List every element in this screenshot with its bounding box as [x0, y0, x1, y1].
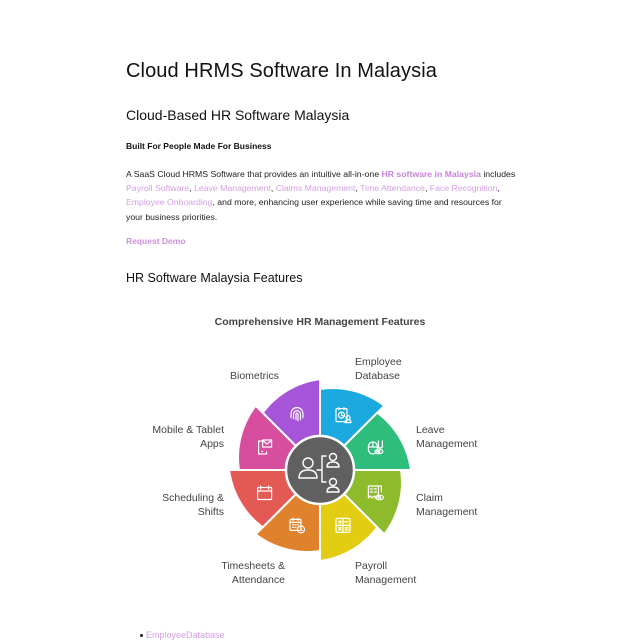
label-line: Apps	[200, 437, 224, 450]
diagram-title: Comprehensive HR Management Features	[214, 316, 426, 328]
list-item-employee-database[interactable]: EmployeeDatabase	[140, 630, 225, 640]
features-heading: HR Software Malaysia Features	[126, 271, 303, 285]
intro-paragraph: A SaaS Cloud HRMS Software that provides…	[126, 167, 518, 224]
label-line: Leave	[416, 424, 445, 436]
request-demo-link[interactable]: Request Demo	[126, 236, 186, 246]
link-claims-management[interactable]: Claims Management	[275, 183, 356, 194]
label-line: Database	[355, 369, 400, 382]
payroll-calculator-icon	[335, 517, 351, 534]
intro-text: , and more, enhancing user experience wh…	[126, 197, 502, 222]
label-line: Claim	[416, 492, 443, 504]
separator: ,	[270, 183, 276, 194]
label-line: Attendance	[231, 573, 285, 586]
calendar-icon	[257, 485, 273, 501]
leave-management-icon	[367, 440, 384, 455]
label-line: Employee	[355, 356, 402, 368]
intro-text: A SaaS Cloud HRMS Software that provides…	[126, 169, 382, 179]
sector-fingerprint	[261, 378, 321, 471]
page-title: Cloud HRMS Software In Malaysia	[126, 60, 437, 82]
label-line: Timesheets &	[221, 560, 285, 572]
sector-mobile-app	[237, 404, 321, 471]
label-biometrics: Biometrics	[230, 370, 279, 384]
label-timesheets-attendance: Timesheets &Attendance	[221, 560, 285, 587]
label-scheduling-shifts: Scheduling &Shifts	[162, 492, 224, 519]
link-time-attendance[interactable]: Time Attendance	[360, 183, 425, 194]
timesheet-clock-icon	[289, 517, 306, 534]
org-chart-icon	[298, 452, 340, 493]
label-line: Payroll	[355, 560, 388, 572]
sector-calendar	[228, 469, 321, 529]
label-line: Management	[416, 505, 478, 518]
link-payroll-software[interactable]: Payroll Software	[126, 183, 190, 194]
sector-timesheet-clock	[254, 469, 321, 553]
link-leave-management[interactable]: Leave Management	[194, 183, 271, 194]
separator: ,	[497, 183, 500, 194]
employee-database-icon	[335, 407, 352, 424]
link-employee-onboarding[interactable]: Employee Onboarding	[126, 197, 213, 208]
label-line: Management	[416, 437, 478, 450]
page-subtitle: Cloud-Based HR Software Malaysia	[126, 107, 350, 123]
link-face-recognition[interactable]: Face Recognition	[429, 183, 498, 194]
separator: ,	[355, 183, 361, 194]
mobile-app-icon	[258, 439, 273, 455]
sector-payroll-calculator	[319, 469, 379, 562]
separator: ,	[424, 183, 430, 194]
center-hub	[284, 434, 356, 506]
claim-management-icon	[367, 485, 384, 501]
sector-leave-management	[319, 411, 412, 471]
fingerprint-icon	[290, 407, 304, 422]
sector-employee-database	[319, 387, 386, 471]
intro-text: includes	[480, 169, 516, 179]
label-line: Biometrics	[230, 370, 280, 382]
label-line: Mobile & Tablet	[152, 424, 224, 436]
label-line: Shifts	[197, 505, 224, 518]
link-hr-software[interactable]: HR software in Malaysia	[381, 169, 481, 179]
sector-claim-management	[319, 469, 403, 536]
label-line: Scheduling &	[162, 492, 224, 504]
tagline: Built For People Made For Business	[126, 141, 272, 151]
separator: ,	[189, 183, 195, 194]
label-line: Management	[355, 573, 417, 586]
